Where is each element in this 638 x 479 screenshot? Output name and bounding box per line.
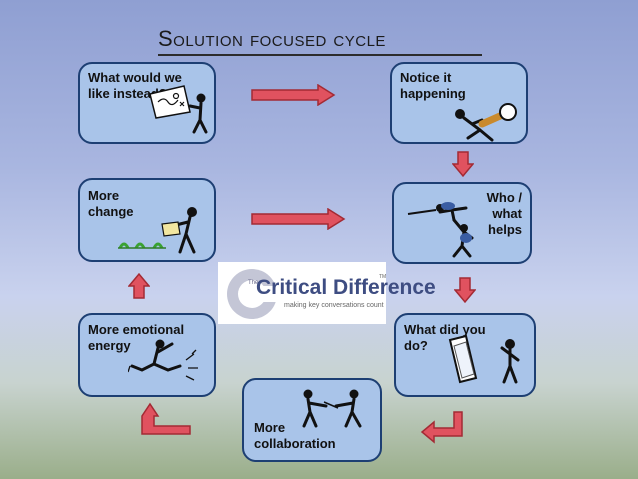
step-label-who-helps: Who / what helps	[486, 190, 522, 237]
step-label-change: More change	[88, 188, 134, 219]
step-notice-it-happening	[390, 62, 528, 144]
step-label-emotional: More emotional energy	[88, 322, 185, 353]
planning-figure-icon	[149, 85, 208, 134]
arrow-right-top	[251, 84, 336, 106]
logo-trademark: TM	[379, 274, 387, 280]
arrow-down-lower-right	[454, 277, 476, 304]
arrow-corner-bottom-left	[141, 402, 191, 435]
gardener-figure-icon	[118, 207, 197, 254]
magnifying-glass-figure-icon	[455, 103, 517, 142]
step-label-what-did: What did you do?	[404, 322, 486, 353]
page-title: Solution focused cycle	[158, 26, 386, 51]
step-label-collaboration: More collaboration	[254, 420, 336, 451]
helping-hand-figures-icon	[407, 202, 474, 258]
critical-difference-logo: The Critical Difference TM making key co…	[218, 262, 436, 324]
handshake-figures-icon	[302, 389, 362, 428]
step-who-what-helps	[392, 182, 532, 264]
arrow-down-upper-right	[452, 151, 474, 178]
step-label-notice: Notice it happening	[400, 70, 466, 101]
arrow-up-left	[128, 272, 150, 299]
logo-emblem-icon	[227, 269, 282, 319]
step-what-would-we-like-instead	[78, 62, 216, 144]
energetic-figure-icon	[128, 339, 198, 381]
logo-tagline: making key conversations count	[284, 302, 384, 309]
logo-the-text: The	[248, 280, 259, 286]
arrow-right-middle	[251, 208, 346, 230]
arrow-corner-bottom-right	[420, 411, 463, 444]
step-label-what-instead: What would we like instead?	[88, 70, 182, 101]
logo-name: Critical Difference	[256, 276, 436, 299]
mirror-figure-icon	[448, 334, 520, 384]
title-underline	[158, 54, 482, 56]
